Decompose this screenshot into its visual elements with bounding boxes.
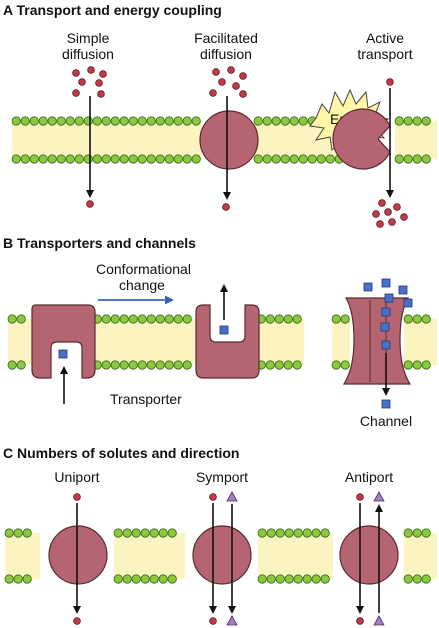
transporter-label: Transporter — [110, 391, 182, 407]
simple-diffusion-label-line2: diffusion — [62, 46, 114, 62]
antiport-solute-b-bottom — [373, 615, 385, 626]
lipid-bilayer-segment — [113, 528, 185, 584]
lipid-bilayer-segment — [403, 528, 437, 584]
conformational-change-label-line2: change — [119, 277, 165, 293]
active-transport-label-line2: transport — [357, 46, 412, 62]
lipid-bilayer-segment — [331, 314, 350, 370]
conformational-change-label-line1: Conformational — [96, 261, 191, 277]
transporter-outward-open — [31, 304, 96, 379]
lipid-bilayer-segment — [394, 116, 437, 164]
symport-label: Symport — [196, 469, 248, 485]
active-transport-solutes — [372, 78, 408, 228]
transporter-inward-open — [195, 304, 260, 379]
lipid-bilayer-segment — [256, 314, 304, 370]
symport-solute-a-bottom — [209, 617, 217, 625]
uniport-solute-top — [73, 493, 81, 501]
lipid-bilayer-segment — [253, 116, 345, 164]
channel-label: Channel — [360, 413, 412, 429]
membrane-c — [4, 528, 437, 584]
channel-protein — [342, 297, 412, 385]
lipid-bilayer-segment — [403, 314, 437, 370]
symport-solute-b-bottom — [226, 615, 238, 626]
symport-solute-b-top — [226, 491, 238, 502]
simple-diffusion-label-line1: Simple — [67, 30, 110, 46]
lipid-bilayer-segment — [92, 314, 198, 370]
facilitated-diffusion-solutes — [209, 66, 247, 211]
active-transport-label-line1: Active — [366, 30, 404, 46]
lipid-bilayer-segment — [7, 314, 34, 370]
uniport-carrier — [48, 525, 108, 585]
membrane-a — [11, 116, 437, 164]
uniport-solute-bottom — [73, 617, 81, 625]
panel-a-title: A Transport and energy coupling — [3, 2, 222, 18]
panel-b-title: B Transporters and channels — [3, 235, 196, 251]
active-transport-pump — [332, 108, 391, 170]
channel-solutes — [363, 278, 413, 409]
transporter-solute-released — [219, 325, 229, 335]
symport-carrier — [192, 525, 252, 585]
transporter-solute-inside — [58, 349, 68, 359]
facilitated-carrier-protein — [199, 110, 259, 170]
uniport-label: Uniport — [54, 469, 99, 485]
antiport-label: Antiport — [345, 469, 393, 485]
antiport-solute-a-bottom — [356, 617, 364, 625]
membrane-b — [7, 314, 437, 370]
antiport-solute-b-top — [373, 491, 385, 502]
lipid-bilayer-segment — [257, 528, 333, 584]
lipid-bilayer-segment — [11, 116, 202, 164]
antiport-solute-a-top — [356, 493, 364, 501]
facilitated-diffusion-label-line1: Facilitated — [194, 30, 258, 46]
panel-c-title: C Numbers of solutes and direction — [3, 445, 239, 461]
lipid-bilayer-segment — [4, 528, 40, 584]
simple-diffusion-solutes — [72, 66, 107, 208]
facilitated-diffusion-label-line2: diffusion — [200, 46, 252, 62]
symport-solute-a-top — [209, 493, 217, 501]
antiport-carrier — [339, 525, 399, 585]
